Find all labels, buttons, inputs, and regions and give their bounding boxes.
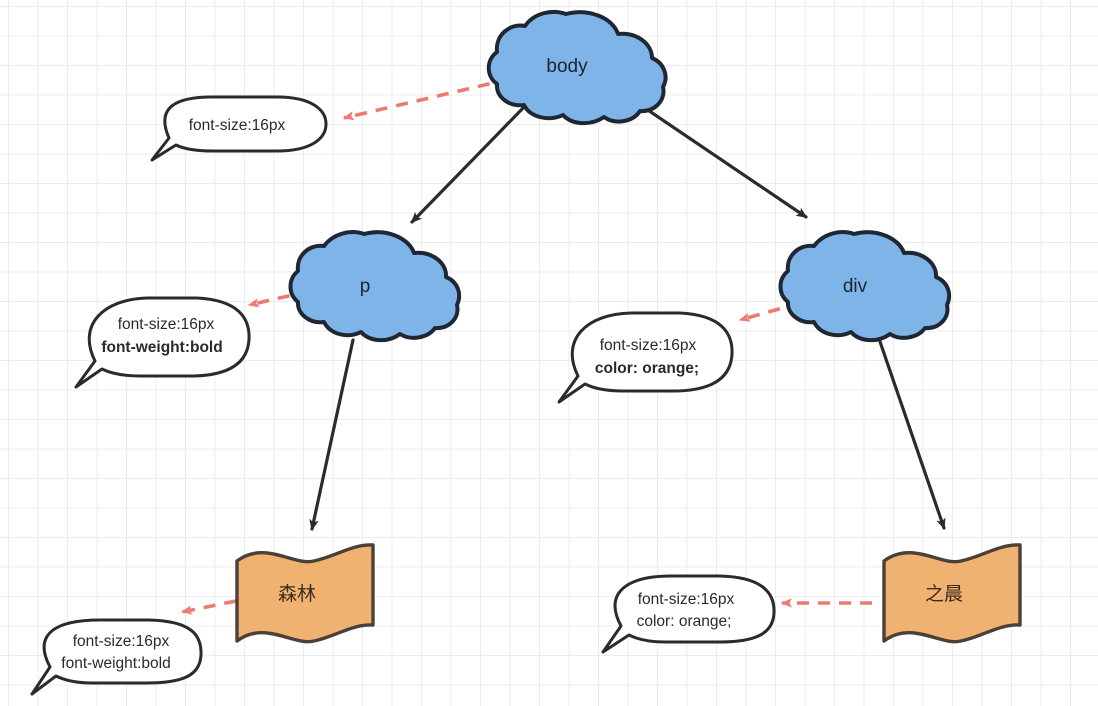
node-text-p[interactable]: 森林 — [235, 543, 375, 644]
callout-line-p-1: font-weight:bold — [101, 339, 222, 356]
edge-body-to-div — [631, 98, 808, 219]
callout-line-div-0: font-size:16px — [600, 337, 697, 354]
callout-text-div[interactable]: font-size:16px color: orange; — [601, 574, 776, 654]
callout-bubble-div — [557, 311, 734, 404]
edge-div-to-text — [874, 328, 946, 530]
node-label-body: body — [546, 56, 588, 77]
cloud-shape-div — [778, 230, 952, 343]
callout-line-text-p-0: font-size:16px — [73, 633, 170, 650]
callout-line-body-0: font-size:16px — [189, 117, 286, 134]
edge-layer — [309, 98, 946, 531]
callout-bubble-p — [74, 296, 251, 389]
node-text-div[interactable]: 之晨 — [882, 543, 1022, 644]
node-p[interactable]: p — [288, 230, 462, 343]
banner-shape-text-div — [882, 543, 1022, 644]
callout-line-div-1: color: orange; — [595, 360, 699, 377]
cloud-shape-p — [288, 230, 462, 343]
callout-line-p-0: font-size:16px — [118, 316, 215, 333]
banner-shape-text-p — [235, 543, 375, 644]
callout-line-text-div-1: color: orange; — [637, 613, 732, 630]
callout-connector-layer — [180, 77, 872, 615]
edge-body-to-p — [410, 102, 529, 224]
node-body[interactable]: body — [486, 9, 668, 126]
callout-line-text-p-1: font-weight:bold — [61, 655, 170, 672]
callout-body[interactable]: font-size:16px — [150, 95, 328, 162]
callout-p[interactable]: font-size:16px font-weight:bold — [74, 296, 251, 389]
node-div[interactable]: div — [778, 230, 952, 343]
cloud-shape-body — [486, 9, 668, 126]
connector-text-p-callout — [180, 599, 237, 615]
callout-bubble-text-div — [601, 574, 776, 654]
node-label-p: p — [360, 276, 371, 297]
connector-body-callout — [342, 77, 511, 121]
node-label-text-div: 之晨 — [925, 583, 963, 605]
callout-line-text-div-0: font-size:16px — [638, 591, 735, 608]
callout-bubble-text-p — [30, 618, 203, 696]
callout-bubble-body — [150, 95, 328, 162]
node-label-div: div — [843, 276, 868, 297]
callout-text-p[interactable]: font-size:16px font-weight:bold — [30, 618, 203, 696]
edge-p-to-text — [309, 338, 355, 531]
node-label-text-p: 森林 — [278, 583, 316, 605]
callout-div[interactable]: font-size:16px color: orange; — [557, 311, 734, 404]
